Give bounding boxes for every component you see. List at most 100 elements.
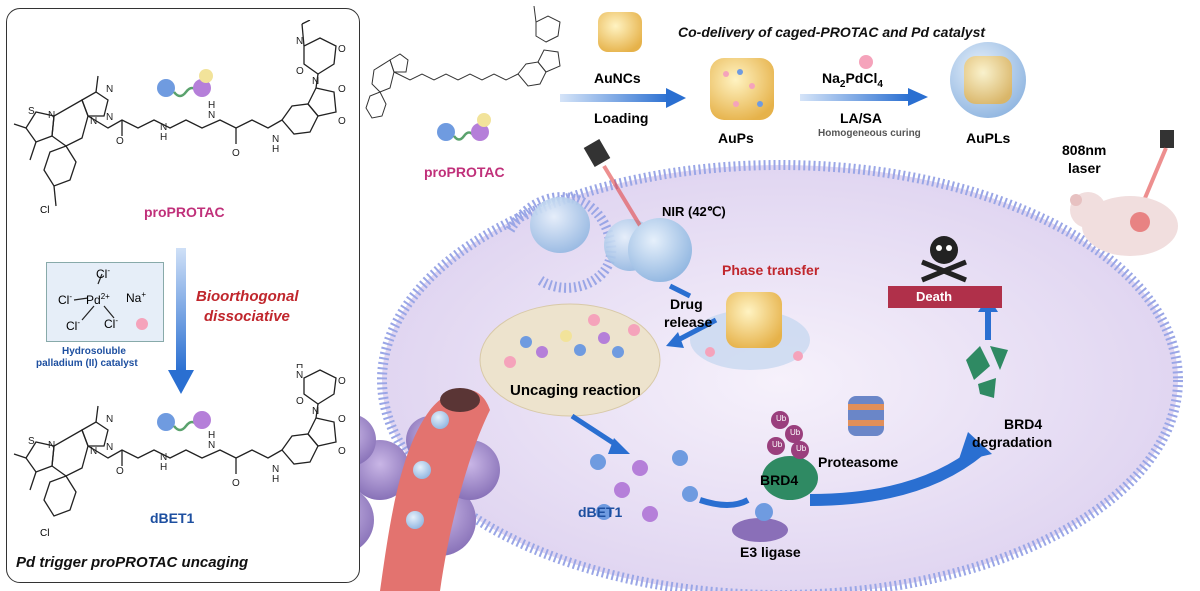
down-arrow xyxy=(168,248,194,394)
brd4-label: BRD4 xyxy=(760,472,799,488)
uncaging-label: Uncaging reaction xyxy=(510,382,641,399)
svg-text:N: N xyxy=(106,442,113,453)
drug-release-label-1: Drug xyxy=(670,296,703,312)
drug-release-label-2: release xyxy=(664,314,713,330)
svg-text:H: H xyxy=(160,132,167,143)
svg-text:H: H xyxy=(160,462,167,473)
na-ion: Na+ xyxy=(126,290,147,305)
svg-text:N: N xyxy=(48,440,55,451)
small-structure xyxy=(365,5,561,119)
brd4-degradation-label-2: degradation xyxy=(972,434,1053,450)
svg-text:N: N xyxy=(296,370,303,381)
svg-text:O: O xyxy=(296,396,304,407)
ub-label-4: Ub xyxy=(796,444,807,453)
na2pdcl4-label: Na2PdCl4 xyxy=(822,70,883,90)
cl-label-top: Cl xyxy=(40,205,50,216)
uncaging-bubble xyxy=(479,303,661,417)
ub-label-1: Ub xyxy=(776,414,787,423)
svg-text:O: O xyxy=(296,66,304,77)
proteasome-label: Proteasome xyxy=(818,454,899,470)
svg-text:O: O xyxy=(116,136,124,147)
synthesis-title: Co-delivery of caged-PROTAC and Pd catal… xyxy=(678,24,986,40)
dbet1-molecules xyxy=(590,450,698,522)
cell-membrane xyxy=(377,160,1183,591)
svg-text:O: O xyxy=(338,116,346,127)
laser-label-2: laser xyxy=(1068,160,1101,176)
death-bar xyxy=(888,286,1002,308)
svg-text:S: S xyxy=(28,106,35,117)
proprotac-label-top: proPROTAC xyxy=(424,164,505,180)
svg-text:H: H xyxy=(272,144,279,155)
svg-text:N: N xyxy=(208,440,215,451)
cl-4: Cl- xyxy=(104,316,119,331)
svg-text:H: H xyxy=(208,430,215,441)
dbet1-label-cell: dBET1 xyxy=(578,504,623,520)
aups-label: AuPs xyxy=(718,130,754,146)
cl-label-bottom: Cl xyxy=(40,528,50,539)
svg-text:H: H xyxy=(296,364,303,371)
death-label: Death xyxy=(916,289,953,304)
brd4-fragments xyxy=(966,346,1008,398)
bioorthogonal-label: Bioorthogonal xyxy=(196,288,299,305)
svg-text:H: H xyxy=(208,100,215,111)
brd4-complex xyxy=(732,411,818,542)
skull-icon xyxy=(921,236,967,283)
svg-text:N: N xyxy=(272,464,279,475)
svg-text:N: N xyxy=(90,116,97,127)
laser-label-1: 808nm xyxy=(1062,142,1107,158)
lasa-label: LA/SA xyxy=(840,110,882,126)
svg-text:N: N xyxy=(272,134,279,145)
svg-text:N: N xyxy=(48,110,55,121)
cl-3: Cl- xyxy=(66,318,81,333)
proteasome xyxy=(848,396,884,436)
dbet1-structure: NNN NS O HN NH O NH OO NO ONH xyxy=(13,364,346,517)
bottom-caption: Pd trigger proPROTAC uncaging xyxy=(16,554,249,571)
svg-text:O: O xyxy=(232,478,240,489)
phase-transfer-label: Phase transfer xyxy=(722,262,820,278)
svg-text:N: N xyxy=(160,122,167,133)
aunc-label: AuNCs xyxy=(594,70,641,86)
aups-cube xyxy=(710,58,774,120)
svg-text:O: O xyxy=(338,44,346,55)
aunc-cube xyxy=(598,12,642,52)
cl-1: Cl- xyxy=(96,266,111,281)
svg-text:O: O xyxy=(338,376,346,387)
svg-text:N: N xyxy=(106,414,113,425)
n-atom-label: N xyxy=(106,84,113,95)
aupls-label: AuPLs xyxy=(966,130,1011,146)
curing-label: Homogeneous curing xyxy=(818,128,921,139)
mouse xyxy=(1082,196,1178,256)
proprotac-structure: N N N N S O HN NH O NH O O N O O N xyxy=(13,20,346,207)
ub-label-2: Ub xyxy=(790,428,801,437)
brd4-degradation-label-1: BRD4 xyxy=(1004,416,1043,432)
phase-transfer-cube xyxy=(690,292,810,370)
svg-text:O: O xyxy=(338,84,346,95)
svg-text:N: N xyxy=(208,110,215,121)
svg-text:N: N xyxy=(160,452,167,463)
svg-text:O: O xyxy=(338,414,346,425)
e3-ligase-label: E3 ligase xyxy=(740,544,801,560)
scene-graphics xyxy=(360,5,1183,591)
proprotac-label-left: proPROTAC xyxy=(144,204,225,220)
svg-text:N: N xyxy=(106,112,113,123)
svg-text:H: H xyxy=(272,474,279,485)
nir-label: NIR (42℃) xyxy=(662,204,726,219)
svg-text:S: S xyxy=(28,436,35,447)
svg-text:O: O xyxy=(116,466,124,477)
catalyst-label-1: Hydrosoluble xyxy=(62,346,126,357)
blood-vessel xyxy=(380,389,490,591)
svg-text:N: N xyxy=(312,76,319,87)
catalyst-structure xyxy=(73,273,148,330)
dbet1-label-left: dBET1 xyxy=(150,510,195,526)
cl-2: Cl- xyxy=(58,292,73,307)
ub-label-3: Ub xyxy=(772,440,783,449)
dissociative-label: dissociative xyxy=(204,308,290,325)
svg-text:N: N xyxy=(90,446,97,457)
svg-text:N: N xyxy=(296,36,303,47)
svg-text:N: N xyxy=(312,406,319,417)
svg-text:O: O xyxy=(232,148,240,159)
loading-label: Loading xyxy=(594,110,649,126)
pd-center: Pd2+ xyxy=(86,292,110,307)
svg-text:O: O xyxy=(338,446,346,457)
catalyst-label-2: palladium (II) catalyst xyxy=(36,358,138,369)
